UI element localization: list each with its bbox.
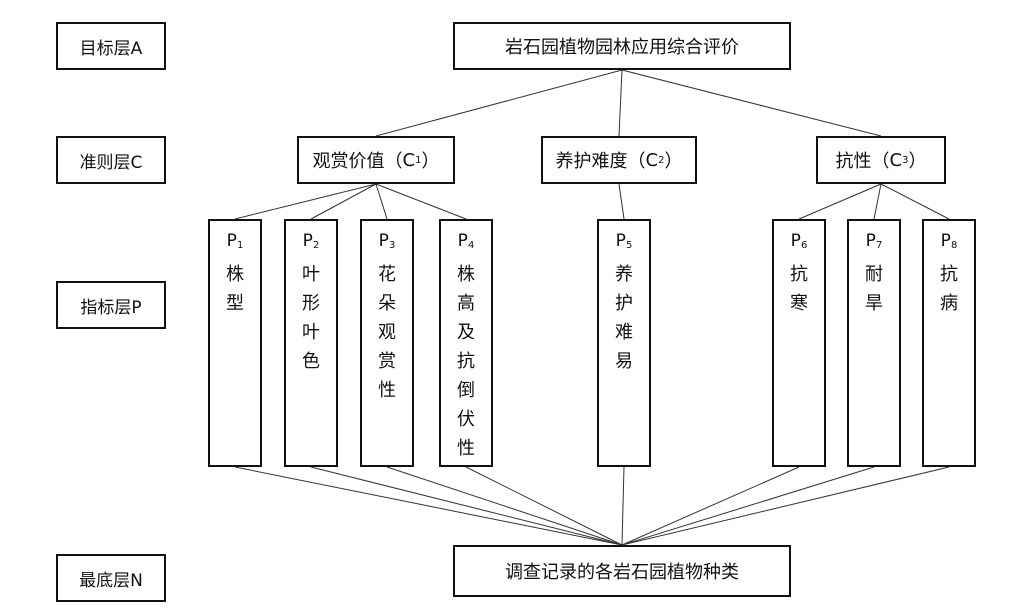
connector-line xyxy=(310,183,377,220)
indicator-char: 及 xyxy=(457,322,475,343)
indicator-char: 耐 xyxy=(865,264,883,285)
connector-line xyxy=(465,466,623,546)
connector-line xyxy=(621,69,882,137)
indicator-char: 抗 xyxy=(790,264,808,285)
indicator-char: 伏 xyxy=(457,409,475,430)
connector-line xyxy=(375,183,467,220)
connector-line xyxy=(621,466,875,546)
connector-line xyxy=(375,183,388,220)
indicator-char: 难 xyxy=(615,322,633,343)
indicator-char: 性 xyxy=(378,380,396,401)
indicator-char: 叶 xyxy=(302,264,320,285)
indicator-text: 叶形叶色 xyxy=(302,260,320,376)
indicator-char: 花 xyxy=(378,264,396,285)
connector-line xyxy=(310,466,623,546)
indicator-char: 旱 xyxy=(865,293,883,314)
connector-line xyxy=(234,183,377,220)
indicator-char: 型 xyxy=(226,293,244,314)
indicator-char: 养 xyxy=(615,264,633,285)
indicator-char: 观 xyxy=(378,322,396,343)
indicator-text: 耐旱 xyxy=(865,260,883,318)
indicator-char: 性 xyxy=(457,438,475,459)
indicator-char: 高 xyxy=(457,293,475,314)
connector-line xyxy=(386,466,623,546)
indicator-text: 养护难易 xyxy=(615,260,633,376)
bottom-node: 调查记录的各岩石园植物种类 xyxy=(453,545,791,597)
indicator-text: 株高及抗倒伏性 xyxy=(457,260,475,463)
indicator-char: 株 xyxy=(457,264,475,285)
indicator-char: 株 xyxy=(226,264,244,285)
indicator-char: 寒 xyxy=(790,293,808,314)
connector-line xyxy=(621,466,800,546)
indicator-char: 赏 xyxy=(378,351,396,372)
connector-line xyxy=(798,183,882,220)
layer-label-bottom: 最底层N xyxy=(56,554,166,602)
indicator-text: 抗病 xyxy=(940,260,958,318)
indicator-char: 抗 xyxy=(457,351,475,372)
connector-line xyxy=(873,183,882,220)
indicator-char: 易 xyxy=(615,351,633,372)
indicator-text: 抗寒 xyxy=(790,260,808,318)
connector-line xyxy=(234,466,623,546)
indicator-char: 抗 xyxy=(940,264,958,285)
connector-line xyxy=(621,466,625,546)
indicator-char: 叶 xyxy=(302,322,320,343)
indicator-char: 倒 xyxy=(457,380,475,401)
indicator-char: 护 xyxy=(615,293,633,314)
connector-line xyxy=(880,183,950,220)
layer-label-indicator: 指标层P xyxy=(56,281,166,329)
indicator-text: 株型 xyxy=(226,260,244,318)
connector-line xyxy=(621,466,950,546)
indicator-char: 病 xyxy=(940,293,958,314)
indicator-char: 形 xyxy=(302,293,320,314)
indicator-char: 色 xyxy=(302,351,320,372)
layer-label-goal: 目标层A xyxy=(56,22,166,70)
connector-line xyxy=(375,69,623,137)
layer-label-criteria: 准则层C xyxy=(56,136,166,184)
connector-line xyxy=(618,183,625,220)
connector-line xyxy=(618,69,623,137)
indicator-char: 朵 xyxy=(378,293,396,314)
goal-node: 岩石园植物园林应用综合评价 xyxy=(453,22,791,70)
indicator-text: 花朵观赏性 xyxy=(378,260,396,405)
